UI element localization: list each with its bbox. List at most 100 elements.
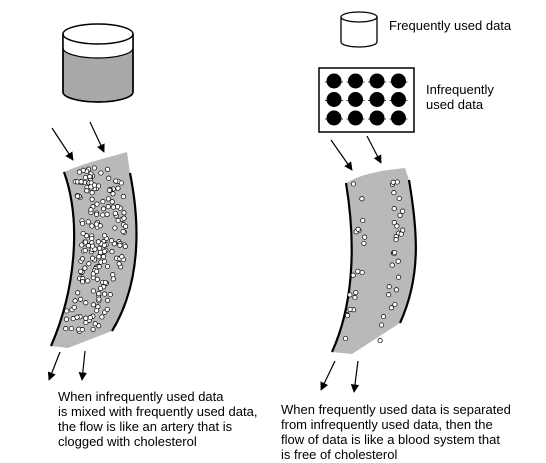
particle (355, 226, 361, 232)
particle (91, 165, 97, 171)
particle (122, 243, 128, 249)
particle (72, 298, 78, 304)
particle (79, 220, 86, 227)
particle (350, 181, 357, 187)
particle (83, 320, 89, 326)
particle (386, 292, 392, 298)
particle (107, 292, 113, 298)
particle (94, 276, 100, 282)
particle (115, 185, 121, 191)
particle (82, 265, 88, 271)
particle (82, 247, 88, 254)
particle (388, 305, 394, 311)
particle (84, 188, 90, 194)
particle (90, 288, 96, 294)
particle (105, 297, 111, 303)
particle (94, 307, 100, 314)
particle (115, 204, 121, 210)
particle (362, 234, 368, 240)
particle (94, 268, 100, 274)
particle (79, 242, 85, 248)
particle (359, 196, 365, 202)
particle (393, 287, 399, 293)
particle (353, 289, 359, 296)
particle (110, 204, 116, 210)
particle (392, 301, 398, 308)
particle (94, 201, 100, 207)
particle (360, 217, 366, 224)
particle (112, 225, 118, 231)
particle (90, 302, 96, 308)
particle (96, 183, 102, 189)
left-input-arrow-1 (51, 127, 74, 161)
right-vessel-left-wall (330, 182, 353, 353)
frequent-data-legend-label: Frequently used data (389, 18, 512, 33)
particle (347, 306, 353, 312)
particle (104, 211, 110, 217)
particle (391, 190, 397, 196)
infrequent-data-dot (391, 73, 406, 89)
particle (97, 245, 103, 251)
particle (350, 272, 356, 278)
particle (112, 210, 118, 216)
infrequent-data-dot (369, 73, 385, 89)
particle (108, 238, 115, 244)
particle (121, 210, 127, 216)
particle (118, 180, 124, 186)
right-output-arrow-1 (320, 360, 336, 391)
particle (85, 278, 91, 284)
particle (391, 220, 397, 226)
particle (82, 174, 89, 181)
right-input-arrow-1 (330, 139, 353, 171)
particle (80, 279, 86, 285)
particle (359, 269, 365, 276)
particle (90, 271, 96, 277)
left-vessel-particles (63, 165, 129, 334)
particle (89, 196, 95, 202)
particle (102, 232, 108, 239)
particle (80, 167, 86, 173)
left-vessel-right-wall (111, 172, 138, 332)
particle (110, 272, 116, 278)
particle (64, 308, 70, 314)
particle (101, 254, 107, 260)
particle (100, 199, 106, 205)
particle (84, 233, 90, 239)
particle (395, 258, 401, 264)
particle (109, 249, 115, 255)
particle (120, 194, 126, 200)
particle (93, 221, 100, 227)
particle (95, 239, 101, 245)
particle (71, 304, 77, 311)
particle (83, 300, 89, 306)
particle (96, 291, 102, 297)
infrequent-data-dots (325, 73, 408, 126)
particle (120, 228, 126, 235)
particle (342, 335, 349, 342)
infrequent-data-dot (348, 92, 363, 107)
particle (398, 231, 404, 237)
particle (74, 193, 81, 199)
particle (63, 326, 69, 332)
particle (87, 174, 93, 180)
particle (80, 230, 86, 237)
particle (123, 223, 129, 229)
particle (379, 322, 385, 328)
particle (105, 263, 111, 270)
particle (87, 315, 93, 321)
particle (361, 240, 367, 246)
particle (352, 295, 358, 301)
particle (93, 211, 100, 217)
particle (82, 239, 89, 245)
particle (113, 178, 119, 184)
particle (121, 215, 127, 221)
particle (105, 196, 112, 202)
particle (109, 199, 115, 205)
particle (100, 212, 106, 218)
particle (101, 258, 108, 265)
particle (97, 285, 104, 291)
particle (99, 314, 105, 320)
particle (106, 187, 112, 193)
particle (377, 338, 383, 344)
particle (75, 290, 81, 296)
